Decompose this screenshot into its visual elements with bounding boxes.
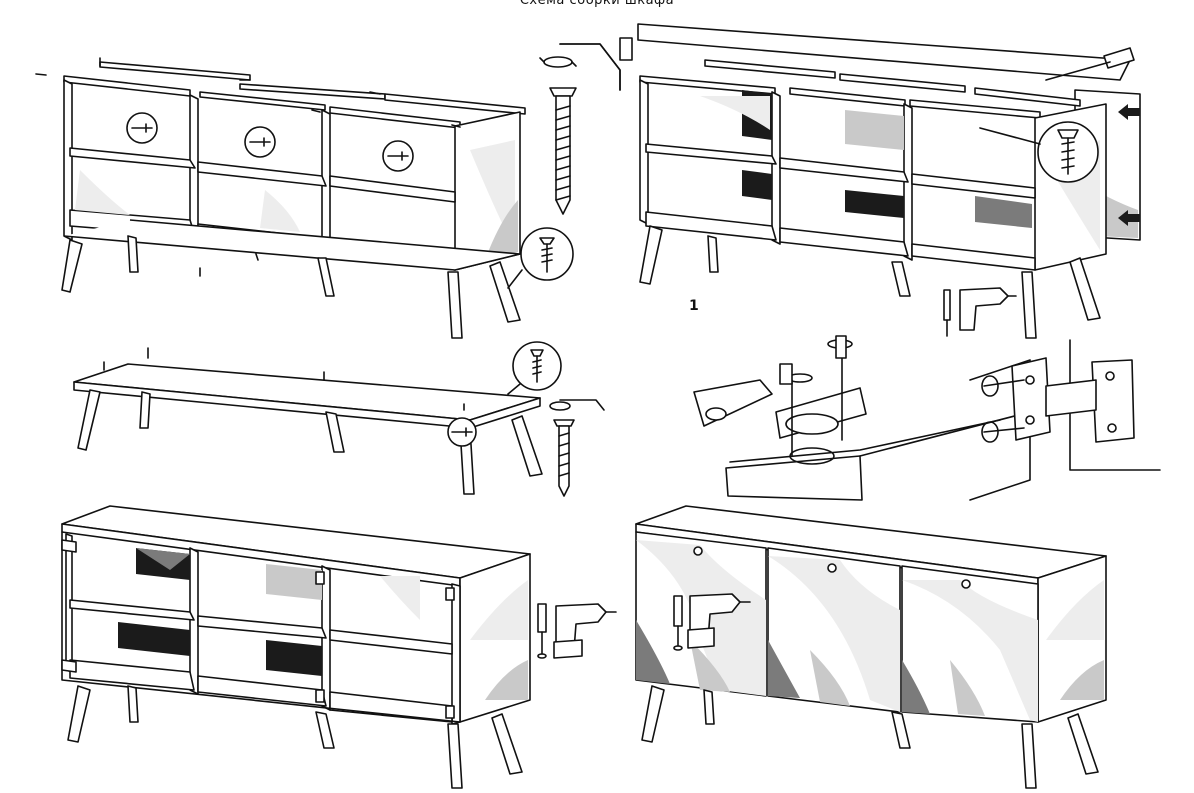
arrow-icon bbox=[1118, 104, 1140, 120]
doors-hung-panel bbox=[61, 505, 617, 789]
step-label-1: 1 bbox=[689, 298, 699, 314]
base-legs-panel bbox=[73, 341, 605, 497]
hammer-icon bbox=[1103, 47, 1135, 69]
carcass-frame-panel bbox=[35, 57, 574, 339]
hinge-detail-panel bbox=[693, 287, 1161, 501]
screw-icon bbox=[549, 87, 577, 215]
hinge-icon bbox=[693, 379, 773, 427]
carcass-top-back-panel bbox=[637, 23, 1141, 339]
finished-cabinet-panel bbox=[635, 505, 1107, 789]
drill-icon bbox=[959, 287, 1009, 331]
screwdriver-icon bbox=[943, 289, 951, 321]
diagram-title: Схема сборки шкафа bbox=[519, 0, 675, 8]
hex-key-icon bbox=[539, 37, 633, 91]
